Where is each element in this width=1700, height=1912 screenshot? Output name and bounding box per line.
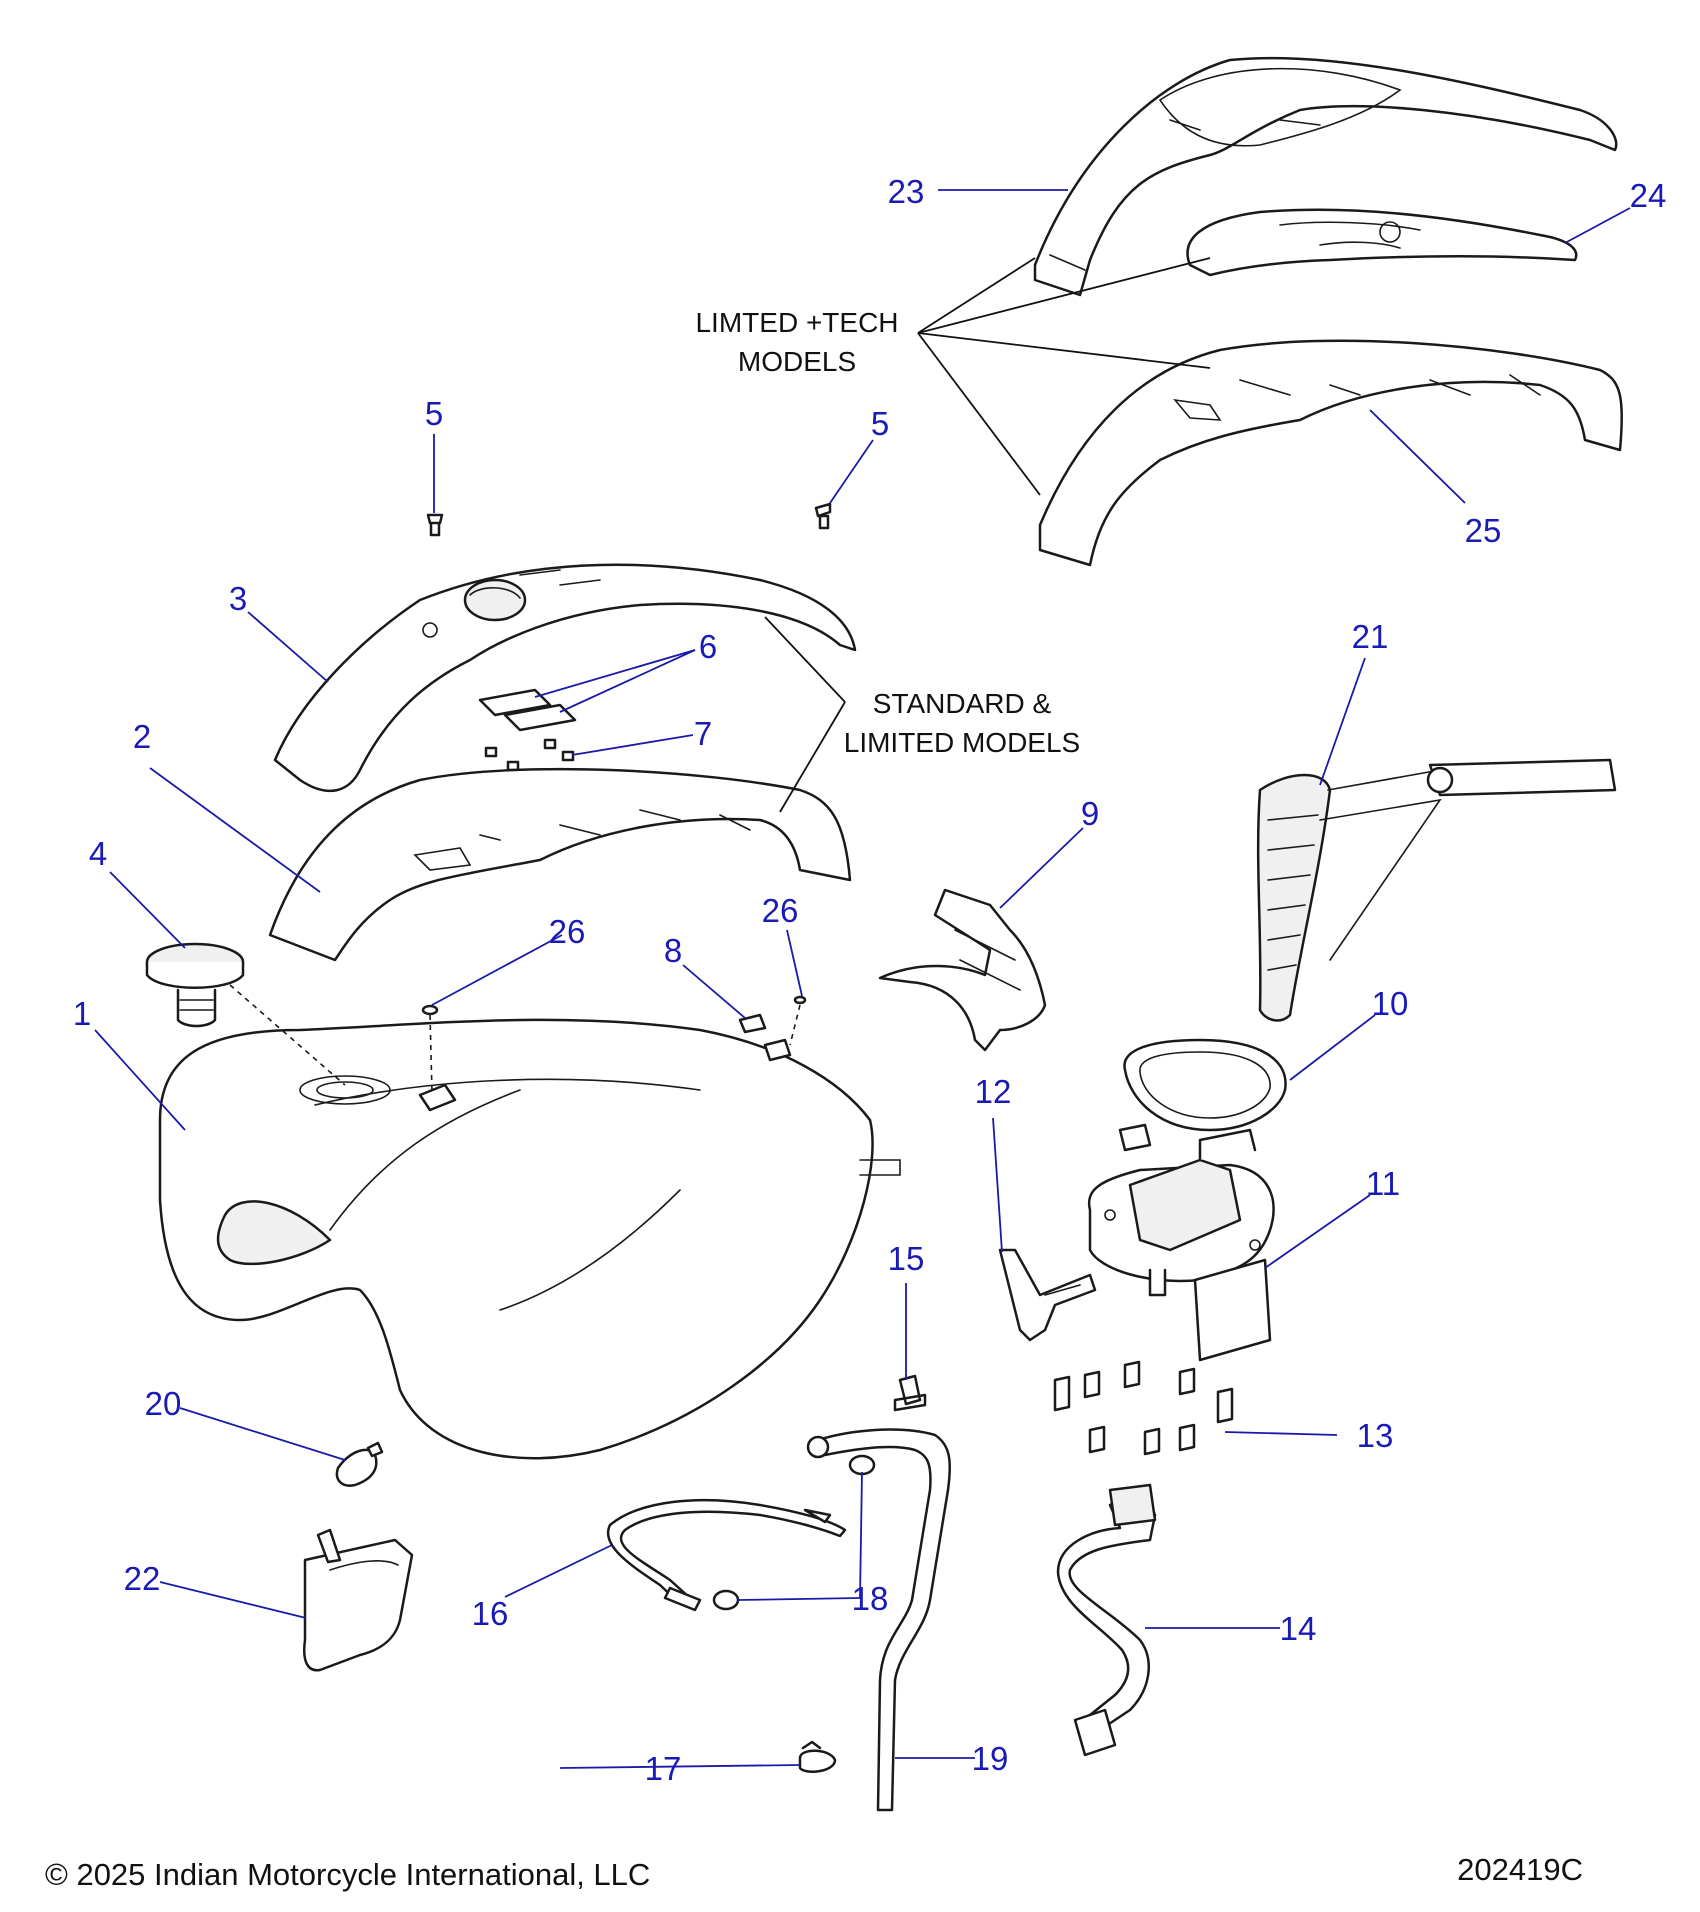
- part-21-fuel-level-sender: [1256, 758, 1617, 1022]
- callout-10: 10: [1372, 985, 1409, 1022]
- part-5-screws: [426, 502, 832, 537]
- copyright-text: © 2025 Indian Motorcycle International, …: [45, 1857, 650, 1892]
- callout-9: 9: [1081, 795, 1099, 832]
- note-leader-lines: [764, 257, 1211, 813]
- part-24-tech-display-panel: [1186, 208, 1578, 277]
- callout-20: 20: [145, 1385, 182, 1422]
- part-12-pump-bracket: [998, 1248, 1097, 1342]
- callout-13: 13: [1357, 1417, 1394, 1454]
- part-10-pump-gasket: [1123, 1038, 1287, 1132]
- part-18-clamps: [712, 1454, 876, 1611]
- callout-4: 4: [89, 835, 107, 872]
- callout-11: 11: [1366, 1165, 1400, 1202]
- callout-24: 24: [1630, 177, 1667, 214]
- diagram-id: 202419C: [1457, 1852, 1583, 1887]
- callout-8: 8: [664, 932, 682, 969]
- callout-numbers: 1 2 3 4 5 5 6 7 8 9 10 11 12 13 14 15 16…: [73, 173, 1667, 1787]
- part-20-cable-tie: [335, 1441, 384, 1487]
- note-limited-tech-line1: LIMTED +TECH: [695, 307, 898, 338]
- part-16-vent-line: [606, 1498, 847, 1612]
- callout-26a: 26: [549, 913, 586, 950]
- part-7-screws: [484, 738, 575, 772]
- callout-14: 14: [1280, 1610, 1317, 1647]
- part-26-washers: [421, 995, 807, 1016]
- part-11-fuel-pump: [1087, 1123, 1275, 1362]
- callout-12: 12: [975, 1073, 1012, 1110]
- part-6-console-mount: [478, 688, 577, 732]
- callout-17: 17: [645, 1750, 682, 1787]
- callout-22: 22: [124, 1560, 161, 1597]
- assembly-dashed-lines: [229, 984, 801, 1093]
- callout-18: 18: [852, 1580, 889, 1617]
- callout-25: 25: [1465, 512, 1502, 549]
- callout-21: 21: [1352, 618, 1389, 655]
- part-2-standard-tank-cover: [268, 767, 852, 962]
- callout-7: 7: [694, 715, 712, 752]
- part-22-cover: [303, 1528, 414, 1672]
- callout-3: 3: [229, 580, 247, 617]
- callout-26b: 26: [762, 892, 799, 929]
- note-standard-line1: STANDARD &: [873, 688, 1052, 719]
- callout-23: 23: [888, 173, 925, 210]
- part-13-bolts: [1053, 1360, 1234, 1456]
- callout-leader-lines: [94, 189, 1631, 1769]
- callout-2: 2: [133, 718, 151, 755]
- part-4-fuel-cap: [145, 942, 245, 1028]
- part-1-fuel-tank: [158, 1018, 901, 1460]
- part-17-hose-clamp: [798, 1740, 837, 1773]
- part-8-clip: [738, 1013, 767, 1034]
- callout-1: 1: [73, 995, 91, 1032]
- part-14-fuel-hose: [1056, 1483, 1157, 1757]
- callout-19: 19: [972, 1740, 1009, 1777]
- part-25-tech-tank-cover: [1038, 339, 1624, 567]
- callout-16: 16: [472, 1595, 509, 1632]
- part-23-tech-console-top: [1033, 56, 1618, 297]
- callout-15: 15: [888, 1240, 925, 1277]
- model-notes: LIMTED +TECH MODELS STANDARD & LIMITED M…: [695, 307, 1080, 758]
- note-limited-tech-line2: MODELS: [738, 346, 856, 377]
- part-9-heat-shield: [878, 888, 1047, 1052]
- part-3-standard-console: [273, 563, 857, 792]
- callout-6: 6: [699, 628, 717, 665]
- callout-5a: 5: [425, 395, 443, 432]
- part-15-fitting: [893, 1374, 927, 1412]
- part-19-vent-hose: [806, 1428, 952, 1812]
- note-standard-line2: LIMITED MODELS: [844, 727, 1080, 758]
- callout-5b: 5: [871, 405, 889, 442]
